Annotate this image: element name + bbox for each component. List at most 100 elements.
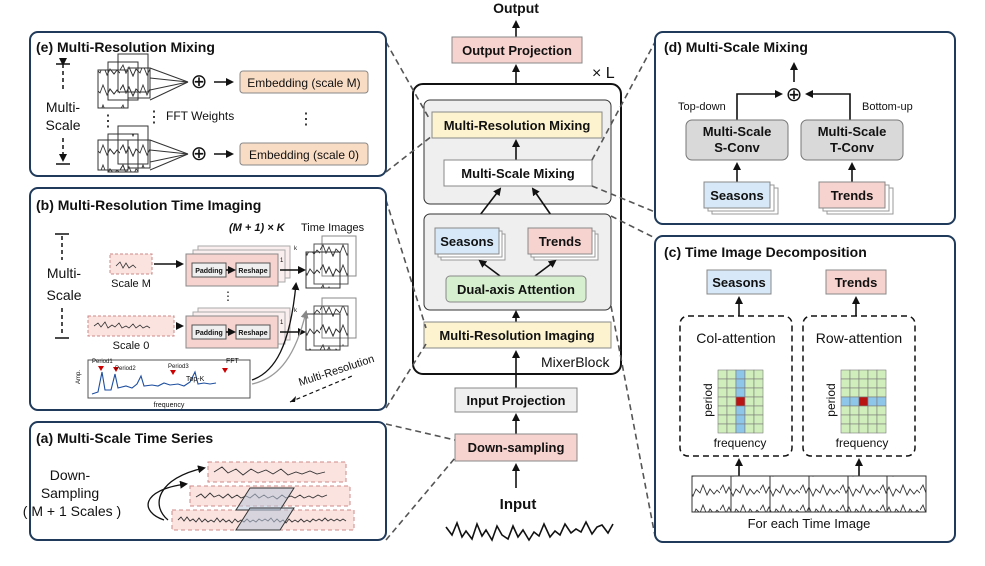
t-conv-line2: T-Conv bbox=[830, 140, 875, 155]
trends-label: Trends bbox=[539, 234, 582, 249]
multi-scale-mixing-label: Multi-Scale Mixing bbox=[461, 166, 574, 181]
grid-cell bbox=[849, 387, 860, 398]
grid-cell bbox=[753, 396, 764, 407]
col-frequency-label: frequency bbox=[714, 436, 767, 450]
t-conv-line1: Multi-Scale bbox=[818, 124, 887, 139]
panel-e-images-bottom bbox=[97, 125, 151, 173]
panel-b-scale-label: Scale bbox=[46, 287, 81, 303]
grid-cell bbox=[726, 396, 737, 407]
grid-cell bbox=[726, 387, 737, 398]
multi-resolution-imaging-label: Multi-Resolution Imaging bbox=[439, 328, 594, 343]
panel-e-oplus-top: ⊕ bbox=[191, 71, 208, 93]
frequency-label: frequency bbox=[154, 402, 185, 409]
panel-a-scales-label: ( M + 1 Scales ) bbox=[23, 503, 121, 519]
grid-cell bbox=[735, 396, 746, 407]
grid-cell bbox=[867, 423, 878, 434]
panel-a-title: (a) Multi-Scale Time Series bbox=[36, 430, 213, 446]
grid-cell bbox=[753, 414, 764, 425]
col-attention-grid bbox=[717, 369, 764, 434]
processing-stack-0: Padding Reshape 1 k bbox=[185, 307, 298, 349]
input-label: Input bbox=[500, 496, 537, 513]
amp-label: Amp. bbox=[76, 370, 82, 384]
panel-a: (a) Multi-Scale Time Series Down- Sampli… bbox=[23, 421, 387, 541]
panel-e: (e) Multi-Resolution Mixing Multi- Scale… bbox=[29, 31, 387, 177]
bottom-up-label: Bottom-up bbox=[862, 101, 913, 113]
grid-cell bbox=[717, 369, 728, 380]
time-images-formula: (M + 1) × K bbox=[229, 222, 286, 234]
grid-cell bbox=[867, 405, 878, 416]
grid-cell bbox=[849, 405, 860, 416]
panel-c-trends-box bbox=[825, 269, 887, 295]
reshape-label-0: Reshape bbox=[238, 330, 267, 337]
panel-d: (d) Multi-Scale Mixing ⊕ Top-down Bottom… bbox=[654, 31, 956, 225]
panel-b-title: (b) Multi-Resolution Time Imaging bbox=[36, 197, 261, 213]
output-label: Output bbox=[493, 0, 539, 16]
panel-e-dots-right: ⋮ bbox=[298, 111, 314, 128]
time-image-strip bbox=[691, 475, 927, 513]
grid-cell bbox=[840, 378, 851, 389]
grid-cell bbox=[735, 405, 746, 416]
seasons-label: Seasons bbox=[440, 234, 493, 249]
period1-label: Period1 bbox=[92, 359, 113, 365]
period2-label: Period2 bbox=[115, 366, 136, 372]
grid-cell bbox=[753, 405, 764, 416]
s-conv-line1: Multi-Scale bbox=[703, 124, 772, 139]
mixer-block-label: MixerBlock bbox=[541, 354, 610, 370]
grid-cell bbox=[858, 387, 869, 398]
period3-label: Period3 bbox=[168, 364, 189, 370]
time-images-0 bbox=[305, 297, 357, 351]
row-period-label: period bbox=[824, 383, 838, 416]
grid-cell bbox=[849, 423, 860, 434]
output-projection-box bbox=[451, 36, 583, 64]
grid-cell bbox=[840, 414, 851, 425]
grid-cell bbox=[849, 396, 860, 407]
fft-label: FFT bbox=[226, 358, 240, 365]
panel-d-trends-label: Trends bbox=[831, 188, 874, 203]
panel-b-multi-label: Multi- bbox=[47, 265, 82, 281]
grid-cell bbox=[876, 414, 887, 425]
time-images-M bbox=[305, 235, 357, 289]
grid-cell bbox=[840, 405, 851, 416]
grid-cell bbox=[867, 387, 878, 398]
grid-cell bbox=[876, 405, 887, 416]
grid-cell bbox=[726, 414, 737, 425]
trends-box bbox=[527, 227, 593, 255]
panel-d-oplus: ⊕ bbox=[786, 84, 803, 106]
panel-c: (c) Time Image Decomposition Seasons Tre… bbox=[654, 235, 956, 543]
grid-cell bbox=[717, 378, 728, 389]
grid-cell bbox=[867, 378, 878, 389]
t-conv-box bbox=[800, 119, 904, 161]
panel-b-dots-mid: ⋮ bbox=[222, 289, 234, 303]
grid-cell bbox=[840, 369, 851, 380]
grid-cell bbox=[753, 378, 764, 389]
stack-M-k: k bbox=[294, 246, 298, 252]
stack-M-one: 1 bbox=[280, 258, 284, 264]
grid-cell bbox=[744, 423, 755, 434]
col-attention-label: Col-attention bbox=[696, 330, 775, 346]
padding-label-M: Padding bbox=[195, 268, 223, 275]
grid-cell bbox=[717, 423, 728, 434]
s-conv-line2: S-Conv bbox=[714, 140, 760, 155]
grid-cell bbox=[867, 396, 878, 407]
grid-cell bbox=[876, 387, 887, 398]
grid-cell bbox=[849, 414, 860, 425]
panel-e-multi-label: Multi- bbox=[46, 99, 81, 115]
s-conv-box bbox=[685, 119, 789, 161]
row-attention-grid bbox=[840, 369, 887, 434]
panel-d-title: (d) Multi-Scale Mixing bbox=[664, 39, 808, 55]
down-sampling-box bbox=[454, 433, 578, 462]
output-projection-label: Output Projection bbox=[462, 43, 572, 58]
for-each-time-image-label: For each Time Image bbox=[748, 516, 871, 531]
reshape-label-M: Reshape bbox=[238, 268, 267, 275]
grid-cell bbox=[717, 396, 728, 407]
embedding-scale-M-box bbox=[239, 70, 369, 94]
fft-box bbox=[87, 359, 251, 399]
seasons-box bbox=[434, 227, 500, 255]
scale-0-label: Scale 0 bbox=[113, 340, 150, 352]
embedding-scale-0-box bbox=[239, 142, 369, 166]
panel-e-images-top bbox=[97, 53, 151, 109]
grid-cell bbox=[744, 387, 755, 398]
panel-b-frame bbox=[29, 187, 387, 411]
grid-cell bbox=[840, 396, 851, 407]
input-projection-box bbox=[454, 387, 578, 413]
